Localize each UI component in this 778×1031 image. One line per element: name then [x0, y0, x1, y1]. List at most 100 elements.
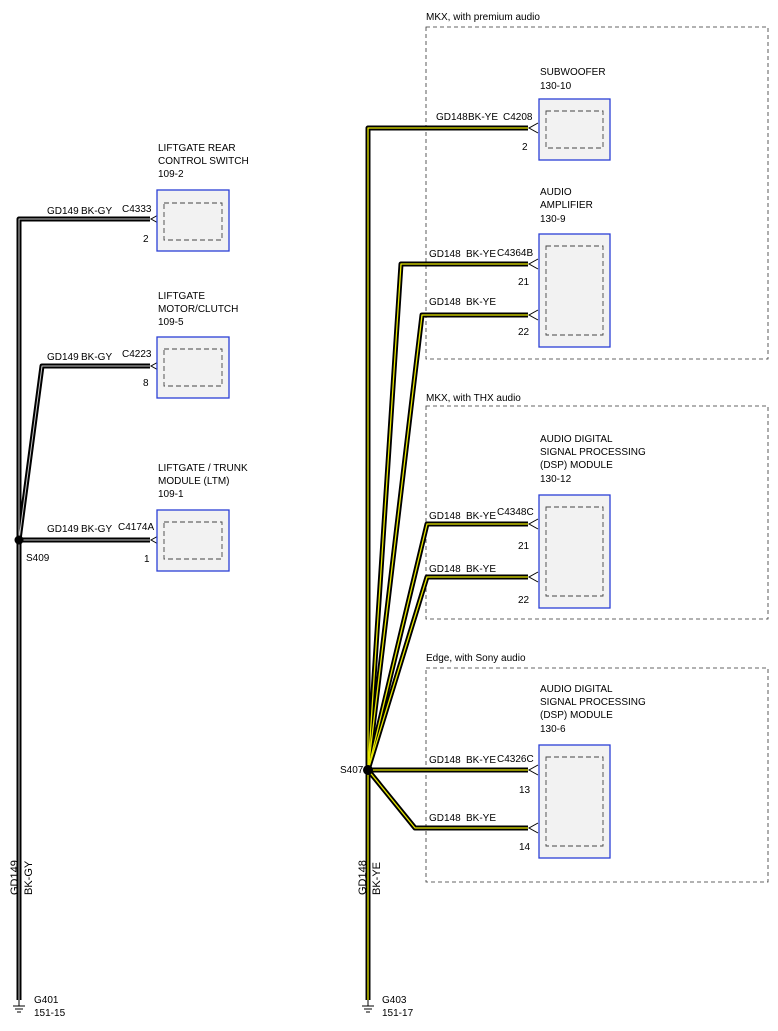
wire2-connector: C4223 — [122, 349, 152, 360]
wire-gd148-thx21-tracer — [367, 523, 528, 771]
ground-g401: G401 151-15 — [13, 995, 66, 1019]
wire3-color: BK-GY — [81, 524, 112, 535]
subwoofer-box — [538, 98, 611, 161]
region-premium-audio-label: MKX, with premium audio — [426, 12, 540, 23]
dsp-sony-name-3: (DSP) MODULE — [540, 710, 613, 721]
left-vertical-circuit: GD149 — [9, 860, 21, 895]
amp22-wire-circuit: GD148 — [429, 297, 461, 308]
splice-s407-dot — [363, 765, 373, 775]
amplifier-inner — [545, 245, 604, 336]
wire-gd148-trunk-tracer — [367, 127, 528, 1000]
motor-clutch-ref: 109-5 — [158, 317, 184, 328]
connector-arrow-c4364b-22 — [527, 309, 539, 321]
amp21-wire-pin: 21 — [518, 277, 530, 288]
sony13-wire-pin: 13 — [519, 785, 531, 796]
region-thx-audio-label: MKX, with THX audio — [426, 393, 521, 404]
thx21-wire-color: BK-YE — [466, 511, 496, 522]
rear-switch-name-2: CONTROL SWITCH — [158, 156, 249, 167]
wire1-pin: 2 — [143, 234, 149, 245]
region-sony-audio-label: Edge, with Sony audio — [426, 653, 526, 664]
rear-switch-name-1: LIFTGATE REAR — [158, 143, 236, 154]
sony13-wire-color: BK-YE — [466, 755, 496, 766]
wire2-circuit: GD149 — [47, 352, 79, 363]
wire-gd149-motor-tracer — [18, 365, 150, 541]
amp21-wire-circuit: GD148 — [429, 249, 461, 260]
ltm-ref: 109-1 — [158, 489, 184, 500]
left-vertical-color: BK-GY — [23, 860, 35, 895]
thx22-wire-circuit: GD148 — [429, 564, 461, 575]
dsp-thx-ref: 130-12 — [540, 474, 572, 485]
sony13-wire-circuit: GD148 — [429, 755, 461, 766]
dsp-thx-name-1: AUDIO DIGITAL — [540, 434, 613, 445]
subwoofer-inner — [545, 110, 604, 149]
component-liftgate-trunk-module[interactable]: LIFTGATE / TRUNK MODULE (LTM) 109-1 — [156, 463, 248, 572]
dsp-sony-ref: 130-6 — [540, 724, 566, 735]
amplifier-ref: 130-9 — [540, 214, 566, 225]
splice-s407-label: S407 — [340, 765, 364, 776]
component-liftgate-motor-clutch[interactable]: LIFTGATE MOTOR/CLUTCH 109-5 — [156, 291, 238, 399]
sub-wire-pin: 2 — [522, 142, 528, 153]
amp21-wire-connector: C4364B — [497, 248, 533, 259]
sub-wire-color: BK-YE — [468, 112, 498, 123]
wire3-circuit: GD149 — [47, 524, 79, 535]
wire1-connector: C4333 — [122, 204, 152, 215]
connector-arrow-c4348c-22 — [527, 571, 539, 583]
dsp-thx-inner — [545, 506, 604, 597]
region-sony-audio — [425, 667, 769, 883]
ground-g403-id: G403 — [382, 995, 407, 1006]
rear-switch-inner — [163, 202, 223, 241]
connector-arrow-c4348c-21 — [527, 518, 539, 530]
ground-g403-ref: 151-17 — [382, 1008, 414, 1019]
sony14-wire-color: BK-YE — [466, 813, 496, 824]
motor-clutch-inner — [163, 348, 223, 387]
component-audio-amplifier[interactable]: AUDIO AMPLIFIER 130-9 — [538, 187, 611, 348]
dsp-thx-name-3: (DSP) MODULE — [540, 460, 613, 471]
wire-gd148-thx22-tracer — [367, 576, 528, 771]
wire3-pin: 1 — [144, 554, 150, 565]
amplifier-name-1: AUDIO — [540, 187, 572, 198]
wire-gd148-amp22-tracer — [367, 314, 528, 771]
subwoofer-name: SUBWOOFER — [540, 67, 606, 78]
splice-s409-dot — [14, 535, 24, 545]
dsp-sony-box — [538, 744, 611, 859]
ground-g401-ref: 151-15 — [34, 1008, 66, 1019]
left-vertical-wire-label: GD149 BK-GY — [9, 860, 35, 895]
rear-switch-ref: 109-2 — [158, 169, 184, 180]
component-dsp-module-sony[interactable]: AUDIO DIGITAL SIGNAL PROCESSING (DSP) MO… — [538, 684, 646, 859]
ltm-box — [156, 509, 230, 572]
wire1-color: BK-GY — [81, 206, 112, 217]
right-vertical-circuit: GD148 — [357, 860, 369, 895]
wire3-connector: C4174A — [118, 522, 154, 533]
thx21-wire-circuit: GD148 — [429, 511, 461, 522]
dsp-thx-box — [538, 494, 611, 609]
connector-arrow-c4326c-13 — [527, 764, 539, 776]
component-subwoofer[interactable]: SUBWOOFER 130-10 — [538, 67, 611, 161]
right-vertical-wire-label: GD148 BK-YE — [357, 860, 383, 895]
amp22-wire-pin: 22 — [518, 327, 530, 338]
motor-clutch-name-2: MOTOR/CLUTCH — [158, 304, 238, 315]
sony14-wire-pin: 14 — [519, 842, 531, 853]
ltm-name-1: LIFTGATE / TRUNK — [158, 463, 248, 474]
thx21-wire-pin: 21 — [518, 541, 530, 552]
region-premium-audio — [425, 26, 769, 360]
ground-g401-id: G401 — [34, 995, 59, 1006]
right-vertical-color: BK-YE — [371, 862, 383, 895]
thx22-wire-pin: 22 — [518, 595, 530, 606]
subwoofer-ref: 130-10 — [540, 81, 572, 92]
dsp-sony-name-1: AUDIO DIGITAL — [540, 684, 613, 695]
wire2-pin: 8 — [143, 378, 149, 389]
wire-gd148-sony14-tracer — [367, 769, 528, 829]
sub-wire-circuit: GD148 — [436, 112, 468, 123]
sony14-wire-circuit: GD148 — [429, 813, 461, 824]
component-dsp-module-thx[interactable]: AUDIO DIGITAL SIGNAL PROCESSING (DSP) MO… — [538, 434, 646, 609]
sony13-wire-connector: C4326C — [497, 754, 534, 765]
splice-s409-label: S409 — [26, 553, 50, 564]
connector-arrow-c4208 — [527, 122, 539, 134]
region-thx-audio — [425, 405, 769, 620]
connector-arrow-c4326c-14 — [527, 822, 539, 834]
dsp-thx-name-2: SIGNAL PROCESSING — [540, 447, 646, 458]
dsp-sony-name-2: SIGNAL PROCESSING — [540, 697, 646, 708]
component-liftgate-rear-control-switch[interactable]: LIFTGATE REAR CONTROL SWITCH 109-2 — [156, 143, 249, 252]
amp21-wire-color: BK-YE — [466, 249, 496, 260]
